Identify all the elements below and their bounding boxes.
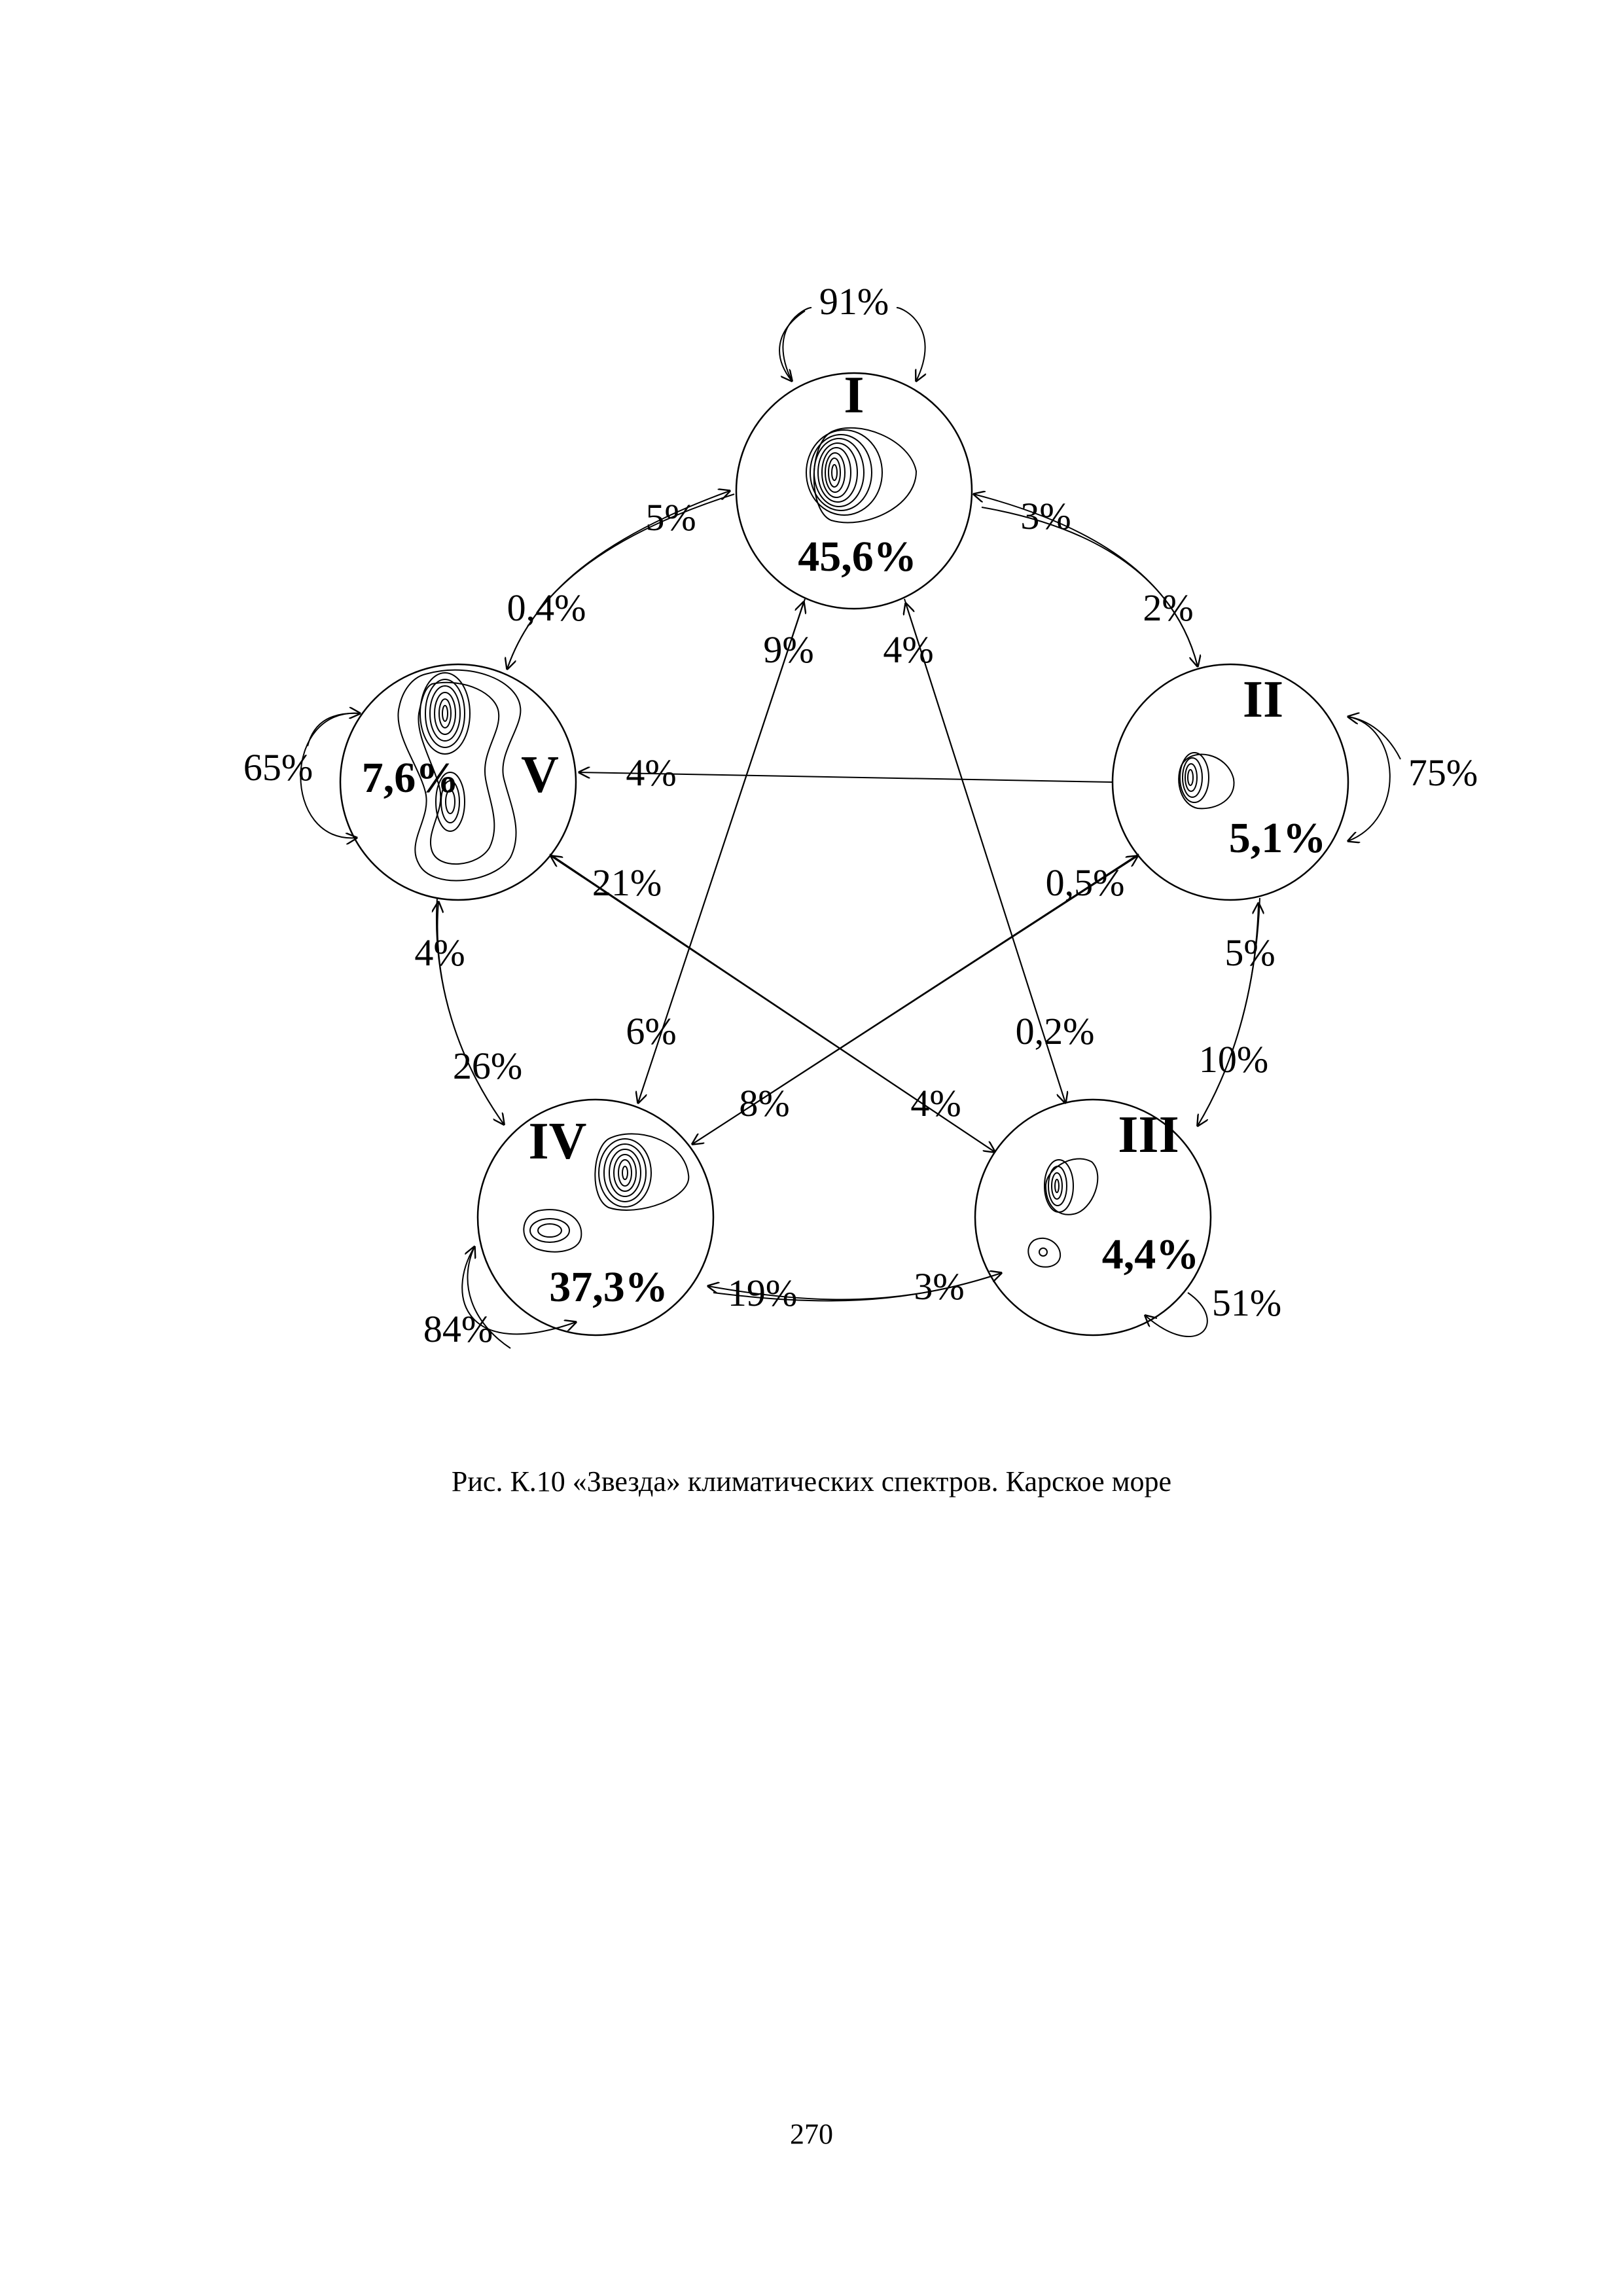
edge-I-III-label: 0,2% [1016,1010,1095,1052]
node-V-label: V [521,746,559,804]
node-III-label: III [1118,1106,1179,1164]
self-loop-III [1145,1292,1208,1337]
node-IV-label: IV [529,1113,587,1170]
edge-IV-II [692,856,1137,1145]
edge-III-IV-label: 19% [728,1272,797,1314]
edge-III-I [906,603,1066,1103]
edge-IV-II-label: 0,5% [1046,861,1125,904]
edge-III-II [1197,903,1258,1126]
self-loop-V-start [307,713,360,747]
edge-III-V-label: 21% [592,861,662,904]
self-loop-I-left-arrow [779,310,806,381]
self-loop-IV-label: 84% [423,1308,493,1350]
node-IV-circle [476,1098,715,1336]
self-loop-II-label: 75% [1408,751,1478,794]
self-loop-IV-start [467,1247,511,1349]
edge-III-II-label: 5% [1224,931,1275,974]
page-number: 270 [790,2118,833,2150]
node-I-label: I [844,367,864,424]
edge-I-IV-label: 6% [626,1010,676,1052]
node-III-circle [974,1098,1212,1336]
edge-II-V [579,772,1113,783]
node-V-share: 7,6% [362,754,459,802]
node-V: V 7,6% [339,663,577,901]
node-III-contour-spectrum [1027,1158,1099,1268]
self-loop-II [1348,716,1391,841]
edge-V-I-label: 5% [645,496,696,539]
transition-edges [437,491,1260,1302]
self-loop-IV [461,1246,576,1335]
node-V-circle [339,663,577,901]
edge-IV-V [437,902,505,1125]
node-I-share: 45,6% [798,533,917,581]
edge-IV-I [637,602,804,1103]
edge-I-V [507,493,735,669]
edge-V-III-label: 4% [910,1082,961,1124]
self-loops [300,307,1401,1349]
edge-IV-I-label: 9% [763,628,813,671]
edge-V-IV-label: 26% [453,1045,522,1087]
edge-III-V [551,856,995,1153]
node-II: II 5,1% [1111,663,1349,901]
edge-II-I-label: 2% [1143,586,1193,629]
self-loop-II-start [1348,717,1401,760]
edge-II-V-label: 4% [626,751,676,794]
node-IV-share: 37,3% [549,1263,668,1311]
edge-III-I-label: 4% [883,628,933,671]
self-loop-V-label: 65% [243,746,313,789]
node-II-share: 5,1% [1229,814,1327,862]
node-II-circle [1111,663,1349,901]
edge-IV-III-label: 3% [914,1265,964,1308]
node-II-contour-spectrum [1178,752,1235,810]
self-loop-I-label: 91% [819,280,889,323]
edge-III-IV [708,1272,1002,1300]
edge-I-II-label: 3% [1020,495,1071,537]
node-II-label: II [1243,671,1283,728]
edge-I-V-label: 0,4% [507,586,586,629]
edge-IV-V-label: 4% [414,931,465,974]
node-III-share: 4,4% [1102,1230,1200,1278]
node-I-contour-spectrum [806,427,918,524]
node-IV-contour-spectrum [523,1133,690,1253]
self-loop-III-label: 51% [1212,1282,1281,1324]
figure-caption: Рис. К.10 «Звезда» климатических спектро… [451,1465,1172,1498]
node-IV: IV 37,3% [476,1098,715,1336]
node-V-contour-spectrum [397,669,522,882]
edge-V-I [507,491,730,670]
edge-II-III-label: 10% [1199,1038,1268,1081]
self-loop-V [300,712,361,838]
node-III: III 4,4% [974,1098,1212,1336]
edge-II-IV-label: 8% [739,1082,789,1124]
node-I: I 45,6% [735,367,973,610]
edge-II-I [974,494,1198,667]
